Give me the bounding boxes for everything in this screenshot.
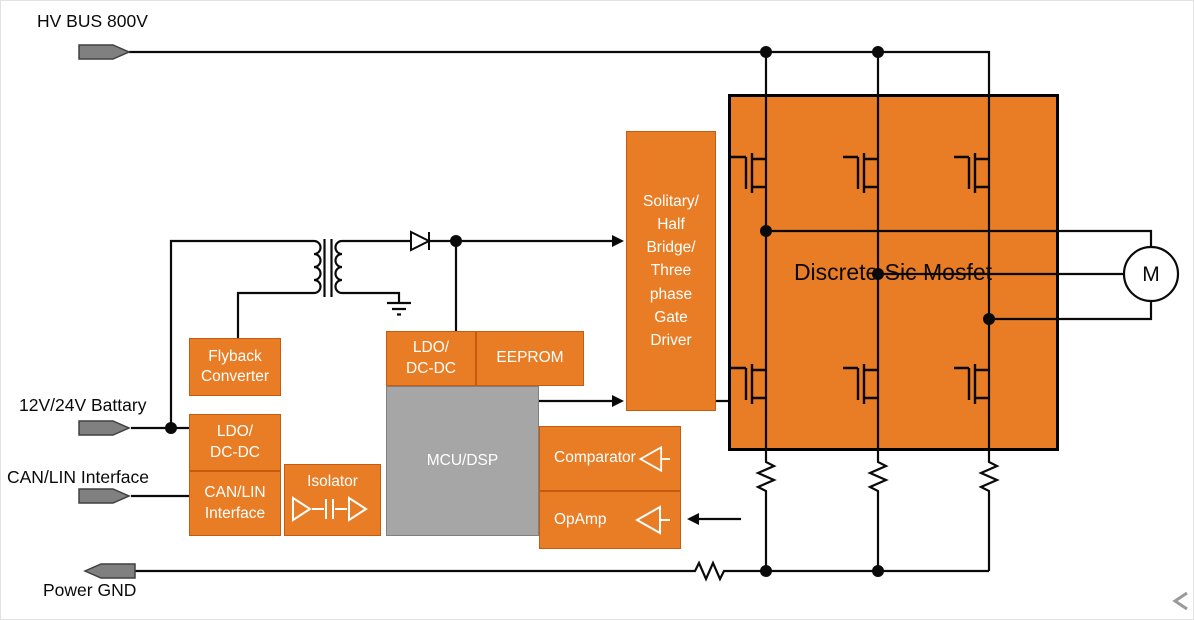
- flyback-transformer-icon: [313, 239, 343, 297]
- comparator-block: Comparator: [539, 426, 681, 491]
- power-gnd-label: Power GND: [43, 580, 137, 600]
- opamp-block: OpAmp: [539, 491, 681, 549]
- arrowhead-icon: [612, 395, 624, 407]
- scroll-left-arrow-icon[interactable]: [1172, 591, 1188, 611]
- gate-driver-block: Solitary/ Half Bridge/ Three phase Gate …: [626, 131, 716, 411]
- shunt-resistor-icon: [868, 454, 888, 498]
- flyback-wires: [236, 239, 612, 338]
- mosfet-icon: [841, 362, 880, 406]
- canlin-label: CAN/LIN Interface: [7, 467, 149, 487]
- junction-dots: [165, 46, 995, 577]
- mosfet-icon: [952, 362, 991, 406]
- isolator-label: Isolator: [307, 473, 358, 490]
- hv-bus-label: HV BUS 800V: [37, 11, 148, 31]
- motor-label: M: [1142, 263, 1160, 286]
- ground-icon: [387, 301, 411, 316]
- isolator-block: Isolator: [284, 464, 381, 536]
- opamp-label: OpAmp: [554, 510, 607, 528]
- battery-wire: [131, 239, 314, 430]
- hv-bus-connector-icon: [78, 44, 131, 60]
- comparator-symbol-icon: [638, 445, 670, 472]
- arrowhead-icon: [687, 513, 699, 525]
- ldo-dcdc-battery-block: LDO/ DC-DC: [189, 414, 281, 471]
- mosfet-icon: [841, 151, 880, 195]
- power-gnd-connector-icon: [83, 563, 136, 579]
- mosfet-icon: [729, 362, 768, 406]
- canlin-connector-icon: [78, 488, 131, 504]
- discrete-mosfet-label: Discrete Sic Mosfet: [793, 259, 993, 285]
- mosfet-icon: [952, 151, 991, 195]
- isolator-symbol-icon: [291, 496, 368, 522]
- diode-icon: [410, 230, 432, 252]
- mosfet-icon: [729, 151, 768, 195]
- eeprom-block: EEPROM: [476, 331, 584, 386]
- canlin-interface-block: CAN/LIN Interface: [189, 471, 281, 536]
- comparator-label: Comparator: [554, 449, 636, 467]
- discrete-mosfet-block: [728, 94, 1059, 451]
- flyback-converter-block: Flyback Converter: [189, 338, 281, 396]
- battery-connector-icon: [78, 420, 131, 436]
- shunt-resistor-icon: [979, 454, 999, 498]
- motor-icon: M: [1122, 245, 1180, 303]
- shunt-resistor-icon: [756, 454, 776, 498]
- opamp-symbol-icon: [634, 505, 670, 535]
- battery-label: 12V/24V Battary: [19, 395, 147, 415]
- ldo-dcdc-mcu-block: LDO/ DC-DC: [386, 331, 476, 386]
- motor-phase-wires: [766, 229, 1153, 321]
- arrowhead-icon: [612, 235, 624, 247]
- gnd-resistor-icon: [689, 560, 729, 582]
- mcu-dsp-block: MCU/DSP: [386, 386, 539, 536]
- hv-bus-wire: [129, 50, 991, 94]
- io-connector-icons: [78, 44, 136, 579]
